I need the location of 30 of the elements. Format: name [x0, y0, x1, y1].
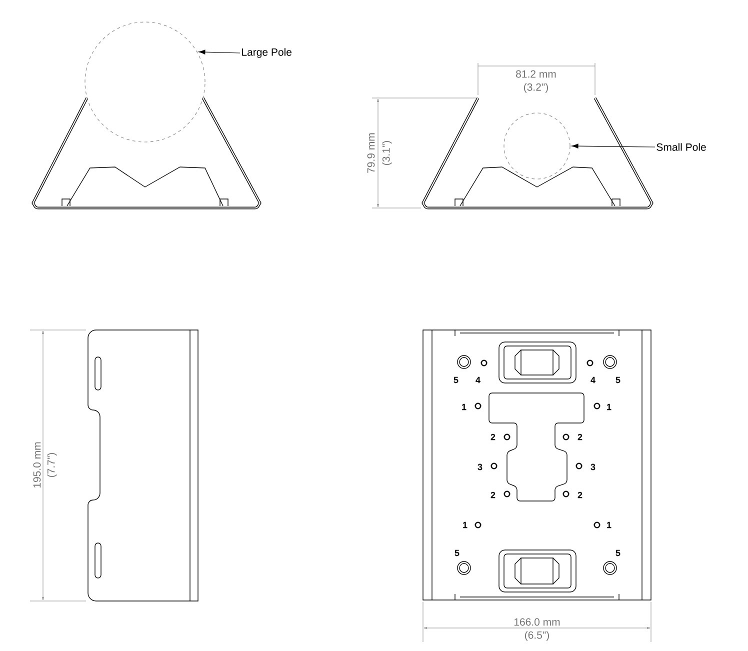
callout-number: 2	[490, 492, 496, 498]
leader-line	[198, 50, 240, 54]
pole-outline-circle	[84, 22, 206, 142]
callout-number: 5	[616, 376, 620, 384]
callout-number: 1	[607, 522, 612, 528]
dimension-label: 166.0 mm	[512, 617, 562, 627]
callout-number: 5	[616, 550, 620, 556]
callout-number: 4	[590, 376, 596, 384]
callout-number: 3	[478, 464, 482, 470]
callout-number: 1	[463, 522, 468, 528]
callout-number: 2	[490, 434, 496, 440]
callout-number: 5	[454, 376, 458, 384]
dimension-label: (3.1")	[381, 139, 393, 167]
dimension-label: (6.5")	[523, 630, 551, 642]
callout-number: 4	[476, 376, 480, 384]
callout-number: 5	[454, 550, 460, 556]
dimension-label: 195.0 mm	[32, 440, 42, 490]
callout-text: Large Pole	[242, 48, 292, 58]
dimension-label: (7.7")	[46, 451, 58, 479]
dimension-label: 79.9 mm	[366, 132, 376, 174]
callout-number: 1	[462, 404, 466, 410]
dimension-label: 81.2 mm	[514, 69, 558, 79]
dimension-label: (3.2")	[522, 82, 550, 94]
leader-line	[571, 144, 656, 148]
callout-number: 3	[590, 464, 596, 470]
callout-number: 2	[578, 434, 582, 440]
callout-number: 2	[578, 492, 582, 498]
pole-outline-circle	[504, 112, 570, 180]
callout-text: Small Pole	[656, 143, 706, 151]
callout-number: 1	[607, 404, 612, 410]
